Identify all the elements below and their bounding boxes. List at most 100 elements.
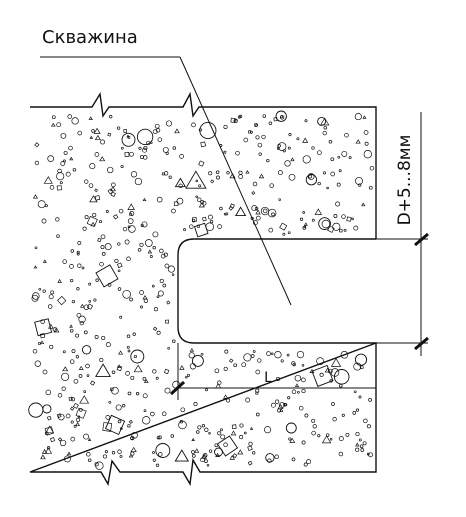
aggregate-particle	[130, 451, 135, 456]
aggregate-particle	[223, 124, 228, 129]
aggregate-particle	[71, 117, 79, 125]
aggregate-particle	[152, 451, 155, 454]
aggregate-particle	[326, 186, 329, 190]
aggregate-particle	[248, 441, 253, 447]
aggregate-particle	[185, 375, 188, 379]
aggregate-particle	[204, 459, 208, 463]
aggregate-particle	[165, 319, 170, 324]
aggregate-particle	[150, 411, 155, 417]
aggregate-particle	[166, 300, 171, 305]
aggregate-particle	[99, 261, 104, 267]
aggregate-particle	[249, 426, 254, 430]
aggregate-particle	[302, 211, 306, 214]
aggregate-particle	[152, 458, 156, 462]
aggregate-particle	[344, 132, 349, 138]
aggregate-particle	[353, 225, 359, 231]
aggregate-particle	[245, 397, 251, 403]
aggregate-particle	[354, 353, 368, 366]
aggregate-particle	[43, 176, 53, 184]
aggregate-particle	[235, 150, 240, 156]
aggregate-particle	[238, 170, 243, 175]
aggregate-particle	[225, 212, 229, 216]
aggregate-particle	[143, 409, 147, 413]
aggregate-particle	[102, 454, 107, 459]
aggregate-particle	[255, 135, 260, 140]
aggregate-particle	[142, 155, 148, 160]
aggregate-particle	[47, 304, 53, 309]
aggregate-particle	[330, 157, 335, 162]
aggregate-particle	[99, 220, 102, 224]
aggregate-particle	[110, 186, 116, 192]
aggregate-particle	[83, 390, 87, 393]
aggregate-particle	[345, 432, 350, 437]
aggregate-particle	[255, 388, 260, 393]
aggregate-particle	[127, 391, 132, 396]
aggregate-particle	[223, 366, 228, 371]
aggregate-particle	[95, 363, 112, 377]
aggregate-particle	[230, 430, 237, 436]
aggregate-particle	[333, 214, 338, 218]
aggregate-particle	[238, 174, 244, 180]
aggregate-particle	[126, 334, 131, 339]
aggregate-particle	[355, 139, 361, 144]
aggregate-particle	[323, 125, 328, 130]
aggregate-particle	[355, 408, 360, 412]
aggregate-particle	[321, 219, 331, 229]
aggregate-particle	[360, 448, 365, 452]
aggregate-particle	[338, 436, 344, 442]
aggregate-particle	[130, 436, 135, 441]
aggregate-particle	[280, 115, 284, 119]
aggregate-particle	[208, 171, 213, 176]
aggregate-particle	[327, 225, 335, 233]
aggregate-particle	[69, 324, 73, 328]
aggregate-particle	[232, 453, 238, 459]
aggregate-particle	[257, 358, 262, 363]
aggregate-particle	[337, 155, 341, 159]
aggregate-particle	[278, 198, 281, 201]
aggregate-particle	[86, 452, 91, 457]
aggregate-particle	[62, 366, 69, 372]
aggregate-particle	[94, 195, 101, 201]
aggregate-particle	[127, 203, 136, 210]
aggregate-particle	[86, 215, 98, 228]
aggregate-particle	[128, 225, 136, 233]
aggregate-particle	[83, 433, 90, 440]
aggregate-particle	[255, 369, 261, 375]
aggregate-particle	[133, 364, 143, 373]
aggregate-particle	[275, 110, 287, 122]
aggregate-particle	[198, 184, 202, 188]
aggregate-particle	[255, 412, 260, 417]
aggregate-particle	[235, 206, 247, 217]
aggregate-particle	[32, 194, 39, 199]
aggregate-particle	[117, 269, 121, 273]
aggregate-particle	[245, 170, 250, 174]
aggregate-particle	[156, 295, 160, 299]
aggregate-particle	[53, 327, 60, 333]
aggregate-particle	[289, 437, 296, 443]
aggregate-particle	[251, 190, 256, 196]
aggregate-particle	[243, 353, 252, 362]
aggregate-particle	[126, 345, 130, 349]
aggregate-particle	[62, 159, 66, 163]
aggregate-particle	[341, 214, 346, 219]
aggregate-particle	[285, 422, 297, 434]
diameter-dimension	[376, 112, 429, 356]
aggregate-particle	[77, 415, 81, 418]
aggregate-particle	[274, 351, 282, 359]
aggregate-particle	[142, 416, 151, 425]
aggregate-particle	[142, 197, 147, 202]
aggregate-particle	[60, 161, 66, 166]
aggregate-particle	[57, 278, 62, 283]
aggregate-particle	[142, 393, 148, 399]
aggregate-particle	[302, 226, 307, 230]
aggregate-particle	[134, 177, 143, 186]
aggregate-particle	[49, 344, 54, 349]
aggregate-particle	[101, 252, 106, 256]
aggregate-particle	[89, 380, 96, 386]
aggregate-particle	[340, 351, 349, 359]
aggregate-particle	[116, 126, 121, 130]
aggregate-particle	[122, 404, 126, 408]
aggregate-particle	[180, 407, 186, 413]
aggregate-particle	[132, 332, 136, 336]
